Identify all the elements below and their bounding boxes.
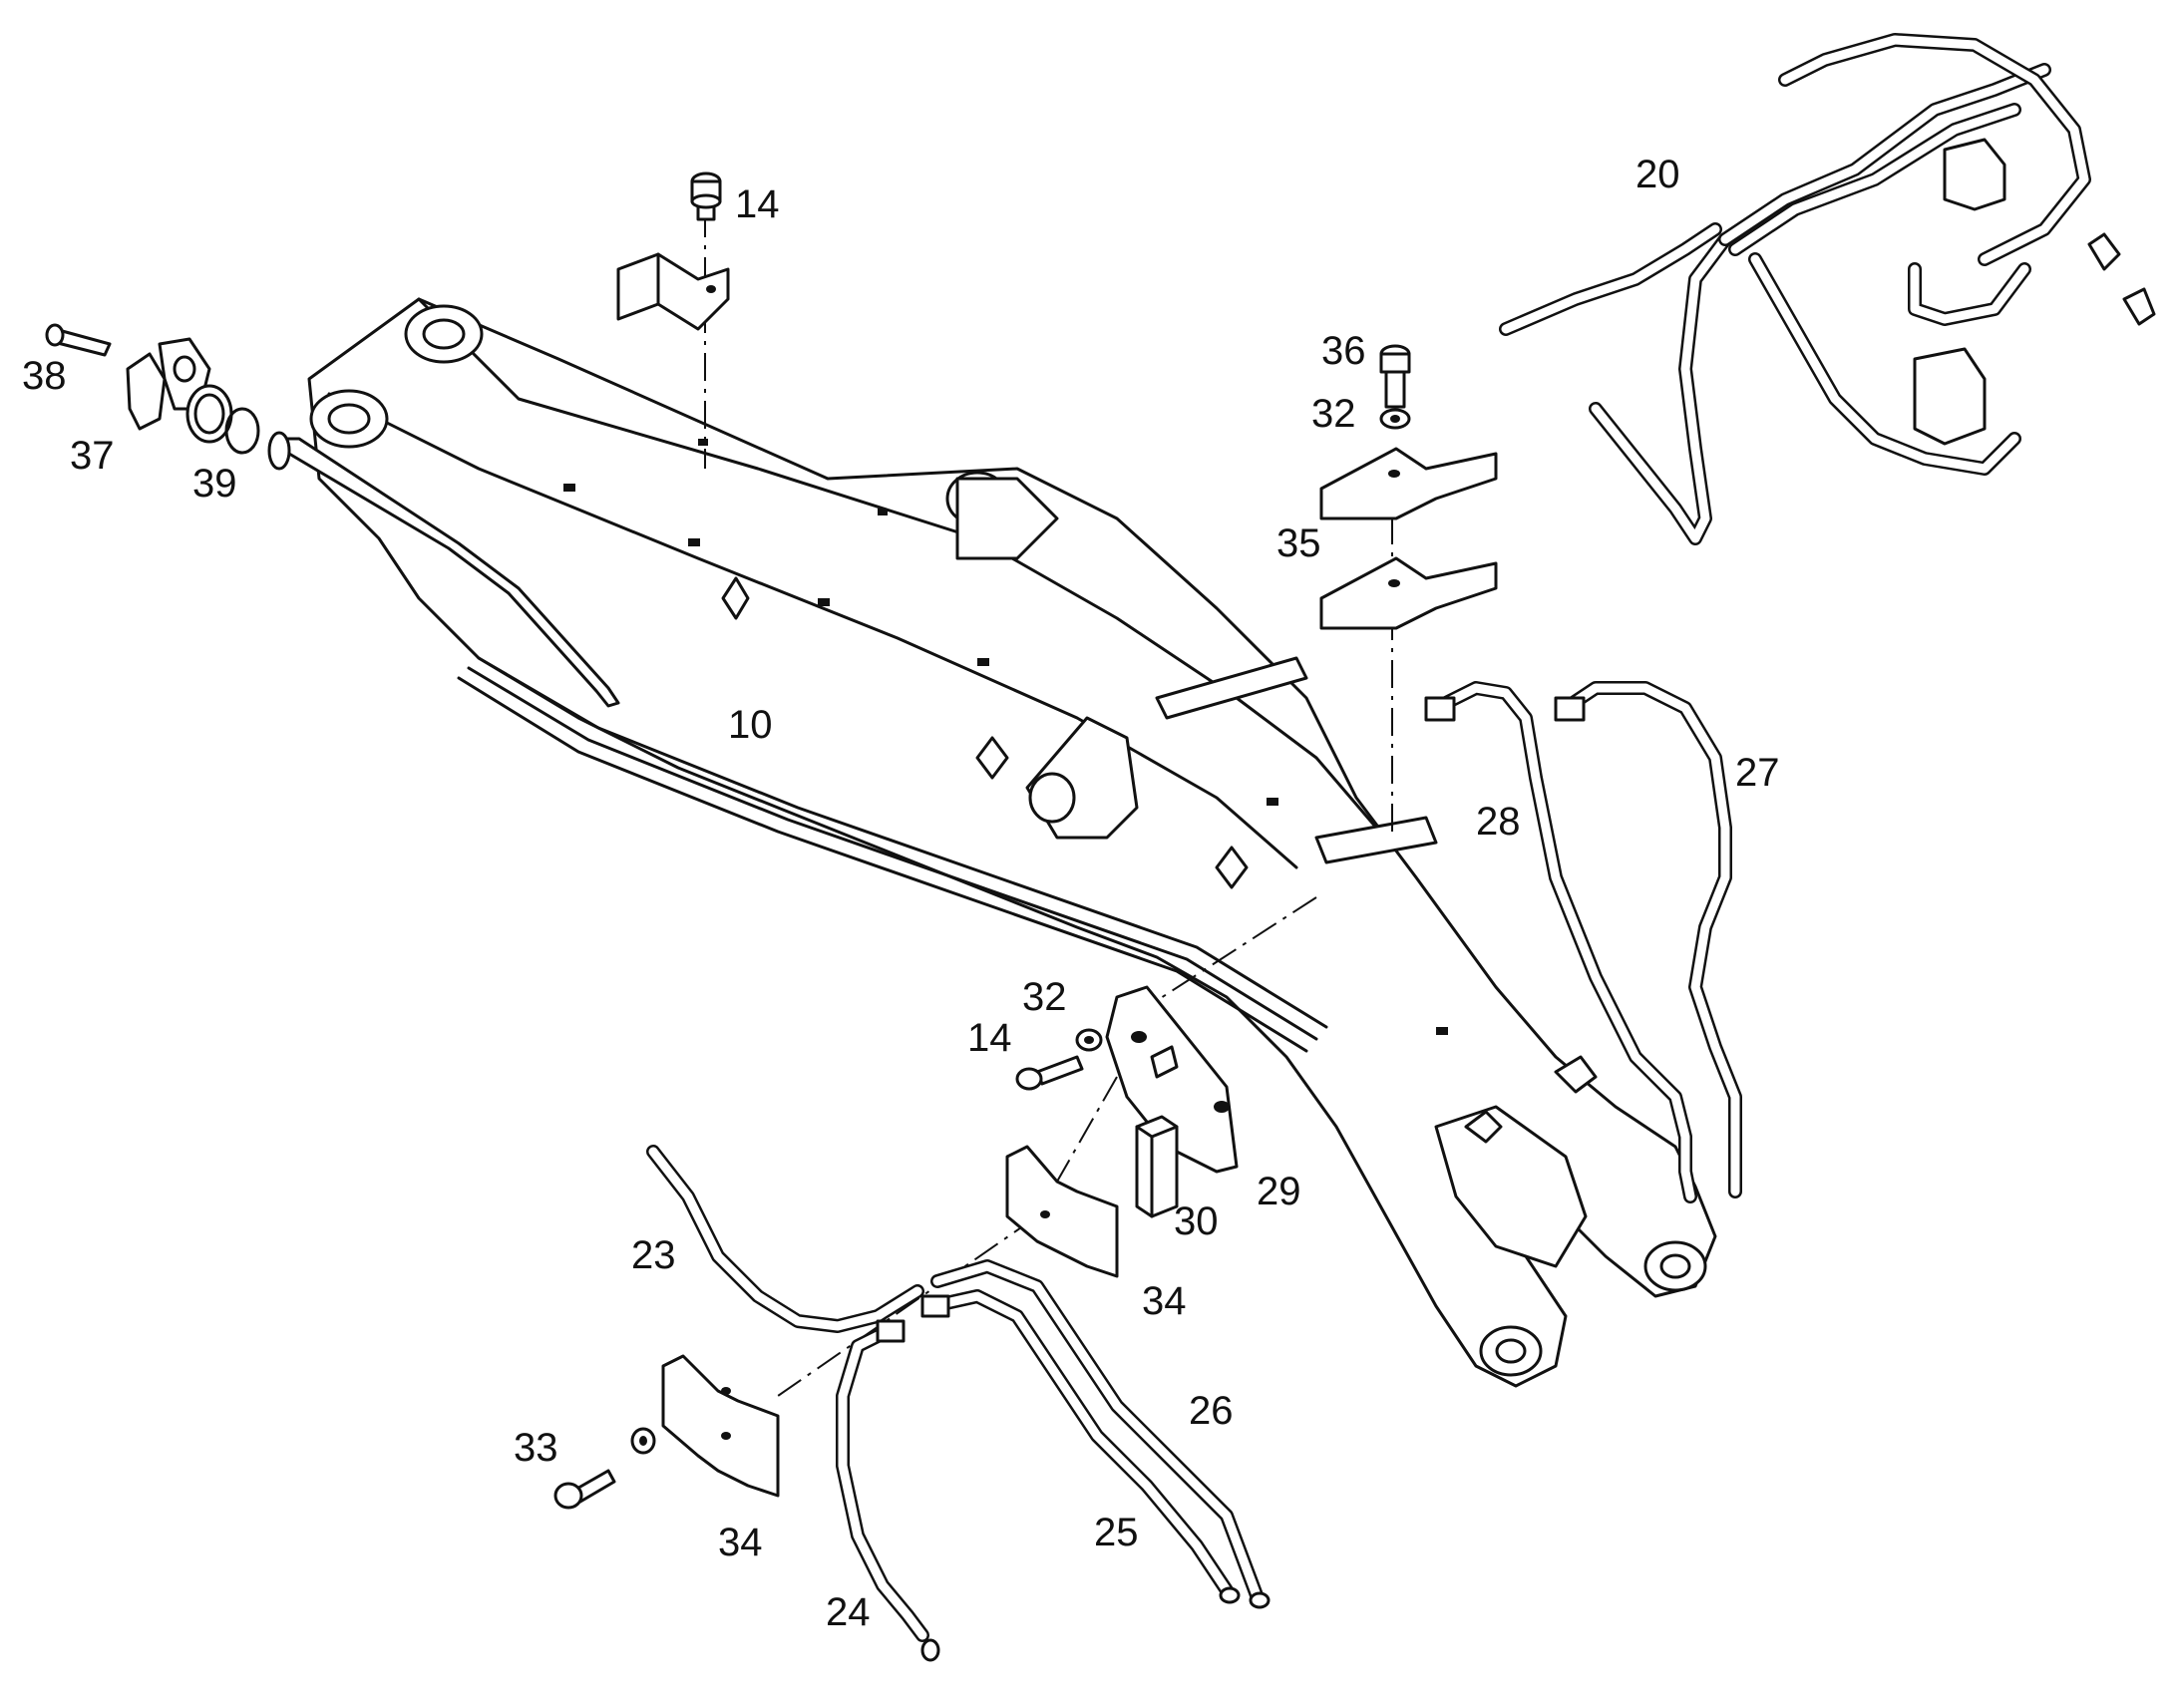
callout-23: 23 <box>631 1233 676 1277</box>
callout-labels: 10 14 14 20 23 24 25 26 27 28 29 30 32 3… <box>22 153 1780 1634</box>
callout-33: 33 <box>514 1426 558 1470</box>
bracket-29-assembly <box>1015 985 1239 1218</box>
callout-28: 28 <box>1476 800 1521 844</box>
callout-24: 24 <box>826 1590 871 1634</box>
callout-36: 36 <box>1321 329 1366 373</box>
callout-34-upper: 34 <box>1142 1279 1187 1323</box>
callout-25: 25 <box>1094 1511 1139 1554</box>
callout-10: 10 <box>728 703 773 747</box>
clamp-35-assembly <box>1319 344 1498 630</box>
callout-27: 27 <box>1735 751 1780 795</box>
callout-30: 30 <box>1174 1199 1219 1243</box>
callout-34-lower: 34 <box>718 1521 763 1564</box>
hoses-23-26 <box>646 1145 1271 1662</box>
upper-clamp-assembly <box>616 171 730 331</box>
hoses-27-28 <box>1424 681 1742 1203</box>
callout-38: 38 <box>22 354 67 398</box>
callout-14-top: 14 <box>735 182 780 226</box>
callout-32-top: 32 <box>1311 392 1356 436</box>
callout-20: 20 <box>1635 153 1680 196</box>
boom-body <box>307 297 1717 1388</box>
flange-assembly <box>45 323 620 708</box>
callout-37: 37 <box>70 434 115 478</box>
callout-29: 29 <box>1257 1170 1301 1213</box>
callout-14-bracket: 14 <box>967 1016 1012 1060</box>
callout-35: 35 <box>1276 521 1321 565</box>
callout-32-bracket: 32 <box>1022 975 1067 1019</box>
hose-bundle-20 <box>1499 33 2156 545</box>
callout-39: 39 <box>192 462 237 506</box>
callout-26: 26 <box>1189 1389 1234 1433</box>
clamps-34 <box>553 1145 1119 1510</box>
